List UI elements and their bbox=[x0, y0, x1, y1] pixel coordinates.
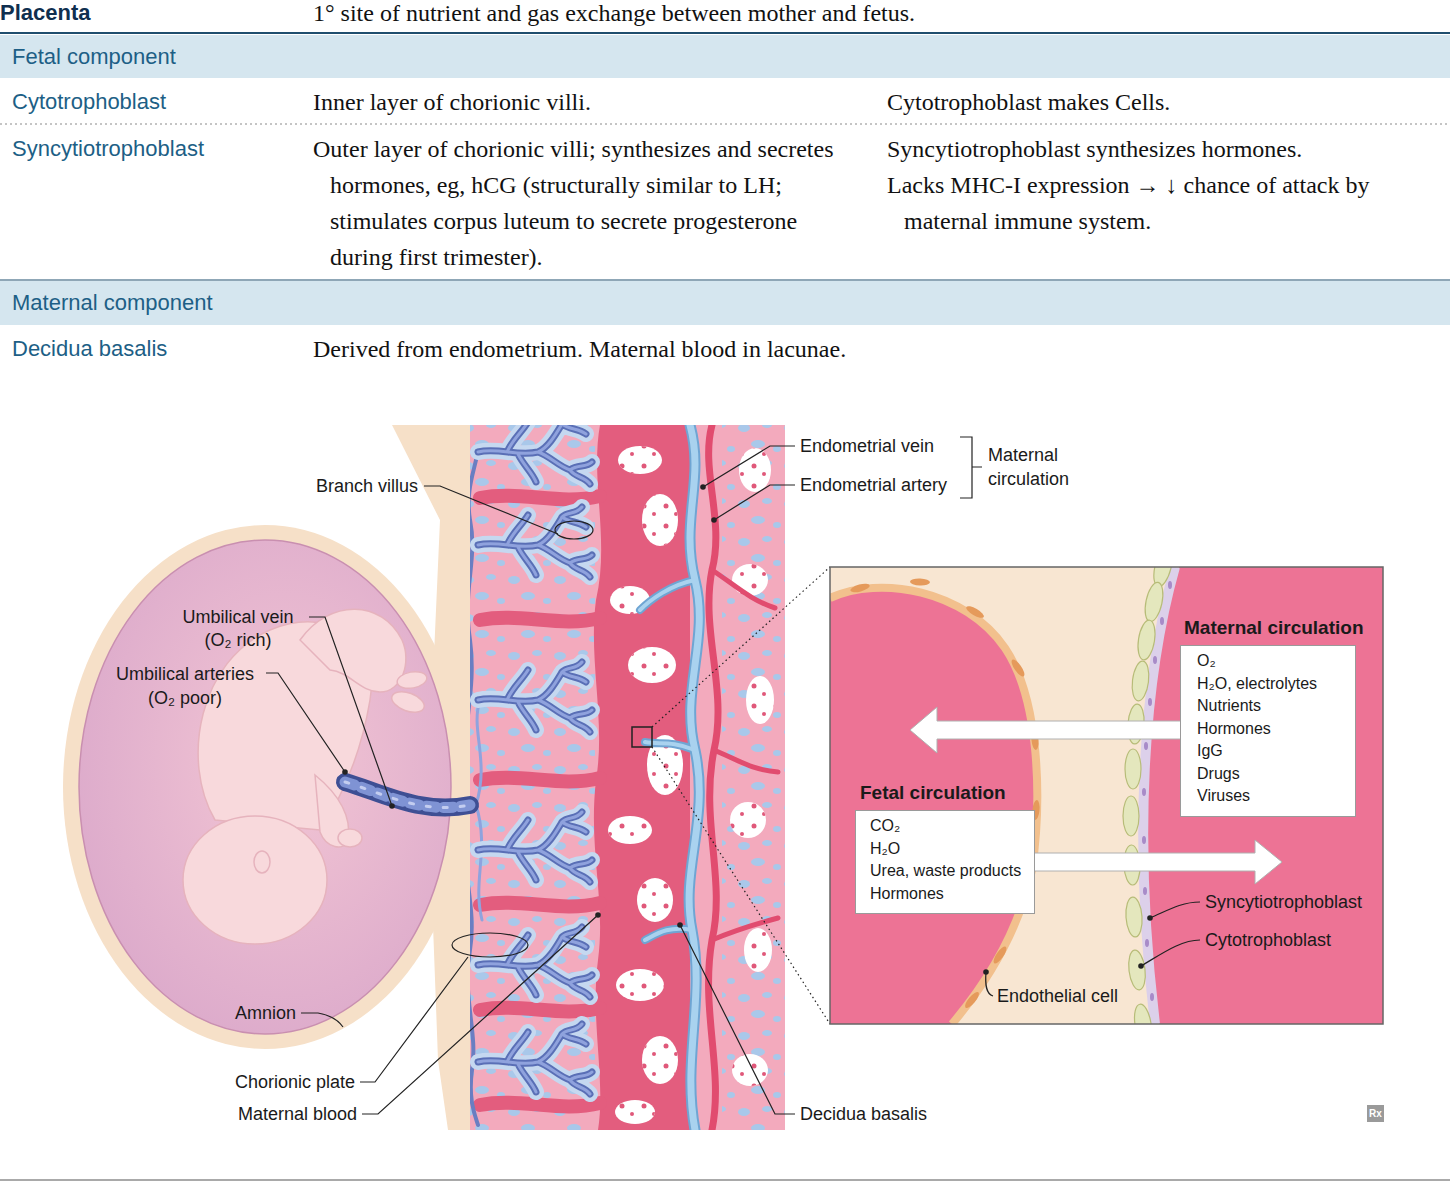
part-label: Decidua basalis bbox=[800, 1103, 927, 1125]
table-cell: 1° site of nutrient and gas exchange bet… bbox=[313, 0, 1433, 31]
list-item: Drugs bbox=[1197, 763, 1240, 786]
mnemonic-note: Syncytiotrophoblast synthesizes hormones… bbox=[887, 131, 1442, 167]
band-heading: Fetal component bbox=[0, 35, 1450, 78]
list-item: Urea, waste products bbox=[870, 860, 1021, 883]
table-cell: Lacks MHC-I expression → ↓ chance of att… bbox=[887, 167, 1442, 239]
box-heading: Maternal circulation bbox=[1184, 617, 1364, 639]
part-label: Amnion bbox=[235, 1002, 296, 1024]
table-title: Placenta bbox=[0, 0, 91, 31]
part-label: Maternal blood bbox=[238, 1103, 357, 1125]
table-row-heading: Decidua basalis bbox=[12, 331, 167, 367]
list-item: Hormones bbox=[870, 883, 944, 906]
list-item: Nutrients bbox=[1197, 695, 1261, 718]
part-label: Umbilical vein (O₂ rich) bbox=[170, 606, 306, 652]
list-item: IgG bbox=[1197, 740, 1223, 763]
part-label: Branch villus bbox=[316, 475, 418, 497]
substance-box: Maternal circulationO₂H₂O, electrolytesN… bbox=[1180, 645, 1356, 817]
part-label: Cytotrophoblast bbox=[1205, 929, 1331, 951]
list-item: Viruses bbox=[1197, 785, 1250, 808]
band-heading: Maternal component bbox=[0, 281, 1450, 324]
section-band: Fetal component bbox=[0, 35, 1450, 78]
part-label: Syncytiotrophoblast bbox=[1205, 891, 1362, 913]
table-cell: Derived from endometrium. Maternal blood… bbox=[313, 331, 858, 367]
part-label: Umbilical arteries (O₂ poor) bbox=[107, 662, 263, 710]
list-item: O₂ bbox=[1197, 650, 1216, 673]
group-label: Maternal circulation bbox=[988, 443, 1098, 491]
section-band: Maternal component bbox=[0, 281, 1450, 325]
table-cell: Outer layer of chorionic villi; synthesi… bbox=[313, 131, 858, 275]
part-label: Endometrial artery bbox=[800, 474, 947, 496]
list-item: Hormones bbox=[1197, 718, 1271, 741]
mnemonic-note: Cytotrophoblast makes Cells. bbox=[887, 84, 1442, 120]
part-label: Endometrial vein bbox=[800, 435, 934, 457]
list-item: H₂O, electrolytes bbox=[1197, 673, 1317, 696]
list-item: CO₂ bbox=[870, 815, 900, 838]
list-item: H₂O bbox=[870, 838, 900, 861]
box-heading: Fetal circulation bbox=[860, 782, 1006, 804]
part-label: Chorionic plate bbox=[235, 1071, 355, 1093]
table-row-heading: Syncytiotrophoblast bbox=[12, 131, 204, 167]
part-label: Endothelial cell bbox=[997, 985, 1118, 1007]
table-cell: Inner layer of chorionic villi. bbox=[313, 84, 858, 120]
table-row-heading: Cytotrophoblast bbox=[12, 84, 166, 120]
watermark: Rx bbox=[1367, 1105, 1384, 1122]
substance-box: Fetal circulationCO₂H₂OUrea, waste produ… bbox=[855, 810, 1035, 914]
